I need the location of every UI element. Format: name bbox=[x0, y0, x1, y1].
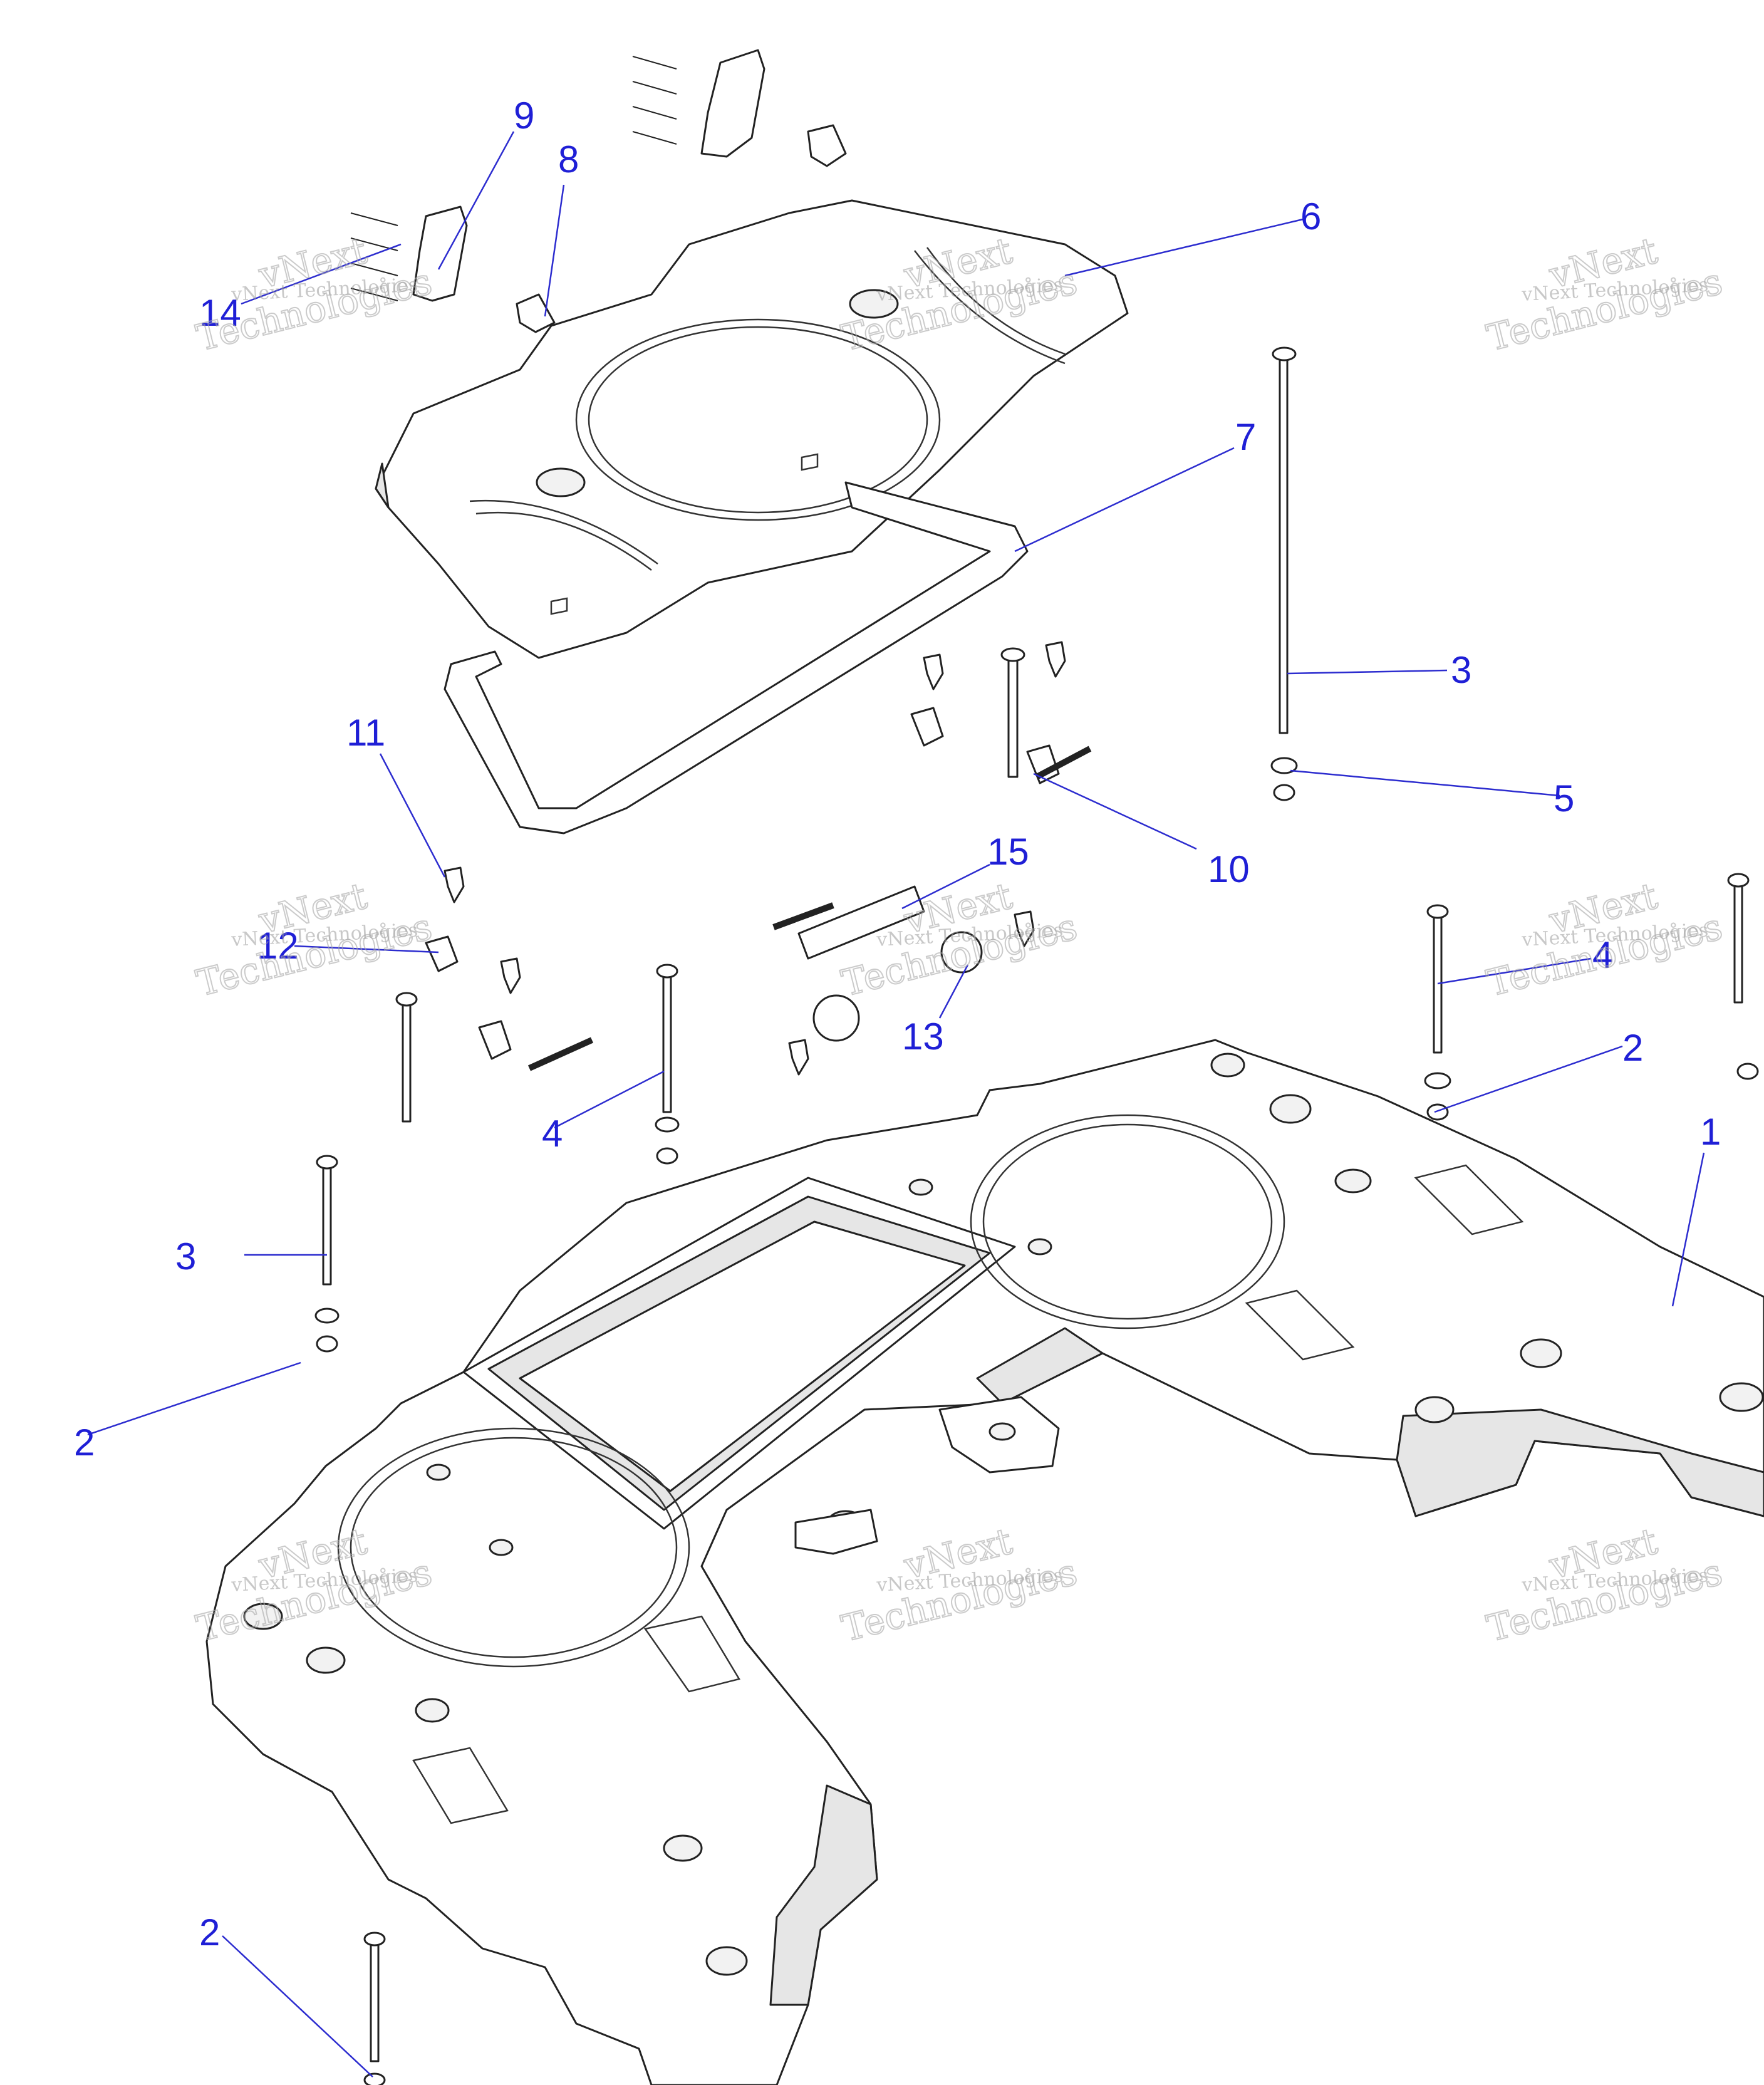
callout-15: 15 bbox=[987, 831, 1029, 873]
callout-4-left: 4 bbox=[542, 1113, 563, 1155]
callout-13: 13 bbox=[902, 1016, 944, 1058]
callout-4-right: 4 bbox=[1592, 934, 1613, 976]
callout-labels: 1 2 2 2 3 3 4 4 5 6 7 8 9 10 11 12 13 14… bbox=[74, 95, 1721, 1953]
callout-14: 14 bbox=[199, 292, 241, 334]
callout-11: 11 bbox=[346, 712, 385, 754]
callout-5: 5 bbox=[1554, 777, 1574, 819]
hardware bbox=[314, 49, 1759, 2085]
rear-rack-body bbox=[205, 1039, 1764, 2085]
callout-9: 9 bbox=[514, 95, 534, 137]
tube-frame bbox=[444, 481, 1029, 835]
leader-lines bbox=[87, 131, 1705, 2077]
callout-2-right: 2 bbox=[1622, 1027, 1643, 1069]
callout-8: 8 bbox=[558, 138, 579, 180]
callout-12: 12 bbox=[257, 925, 299, 967]
callout-2-left: 2 bbox=[74, 1422, 95, 1464]
callout-3-right: 3 bbox=[1451, 649, 1471, 691]
callout-7: 7 bbox=[1235, 416, 1256, 458]
callout-6: 6 bbox=[1300, 195, 1321, 237]
cover-plate bbox=[375, 199, 1129, 659]
callout-2-bottom: 2 bbox=[199, 1911, 220, 1953]
callout-3-left: 3 bbox=[175, 1235, 196, 1277]
callout-1: 1 bbox=[1700, 1111, 1721, 1153]
callout-10: 10 bbox=[1208, 848, 1250, 890]
